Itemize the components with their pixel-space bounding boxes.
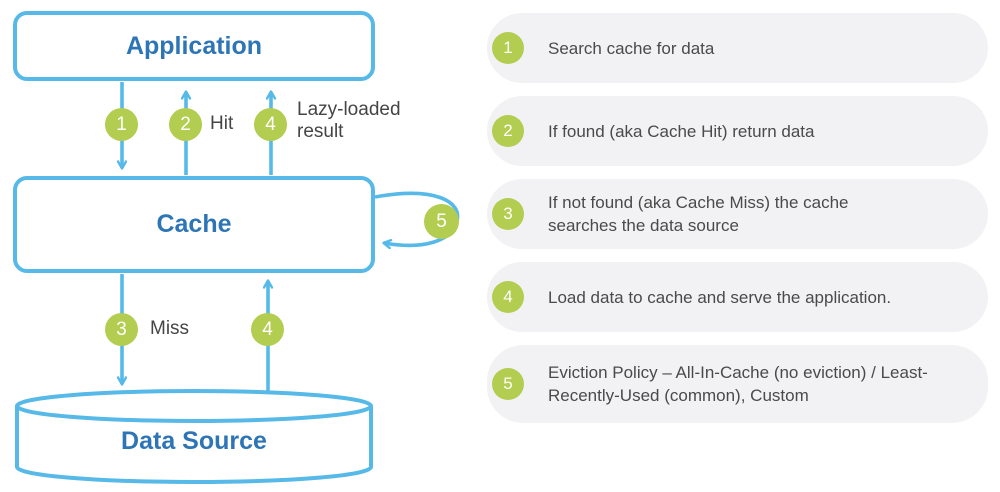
legend-badge-1: 1 — [492, 32, 524, 64]
data-source-node-label: Data Source — [121, 427, 267, 455]
miss-edge-label: Miss — [150, 318, 190, 339]
legend-item-4: 4 Load data to cache and serve the appli… — [487, 262, 988, 332]
step-badge-1: 1 — [105, 108, 138, 141]
legend-text-1: Search cache for data — [548, 38, 715, 58]
legend-item-5: 5 Eviction Policy – All-In-Cache (no evi… — [487, 345, 988, 423]
cache-node-label: Cache — [156, 210, 232, 238]
step-badge-2: 2 — [169, 108, 202, 141]
legend-text-3: If not found (aka Cache Miss) the cache … — [548, 193, 849, 235]
step-badge-5: 5 — [424, 204, 459, 239]
legend-list: 1 Search cache for data 2 If found (aka … — [487, 13, 988, 423]
legend-item-3: 3 If not found (aka Cache Miss) the cach… — [487, 179, 988, 249]
database-cylinder-icon — [15, 389, 373, 484]
legend-badge-2: 2 — [492, 115, 524, 147]
application-node-label: Application — [125, 31, 263, 60]
legend-item-1: 1 Search cache for data — [487, 13, 988, 83]
step-badge-3: 3 — [105, 313, 138, 346]
step-badge-4-bottom: 4 — [251, 313, 284, 346]
application-node: Application — [13, 11, 375, 81]
legend-badge-4: 4 — [492, 281, 524, 313]
cache-node: Cache — [13, 176, 375, 273]
data-source-node — [13, 388, 375, 486]
legend-text-2: If found (aka Cache Hit) return data — [548, 121, 815, 141]
legend-badge-3: 3 — [492, 198, 524, 230]
hit-edge-label: Hit — [210, 113, 234, 134]
legend-text-4: Load data to cache and serve the applica… — [548, 287, 892, 307]
step-badge-4-top: 4 — [254, 108, 287, 141]
legend-text-5: Eviction Policy – All-In-Cache (no evict… — [548, 363, 928, 405]
legend-item-2: 2 If found (aka Cache Hit) return data — [487, 96, 988, 166]
lazy-loaded-result-edge-label: Lazy-loaded result — [297, 99, 401, 142]
legend-badge-5: 5 — [492, 368, 524, 400]
